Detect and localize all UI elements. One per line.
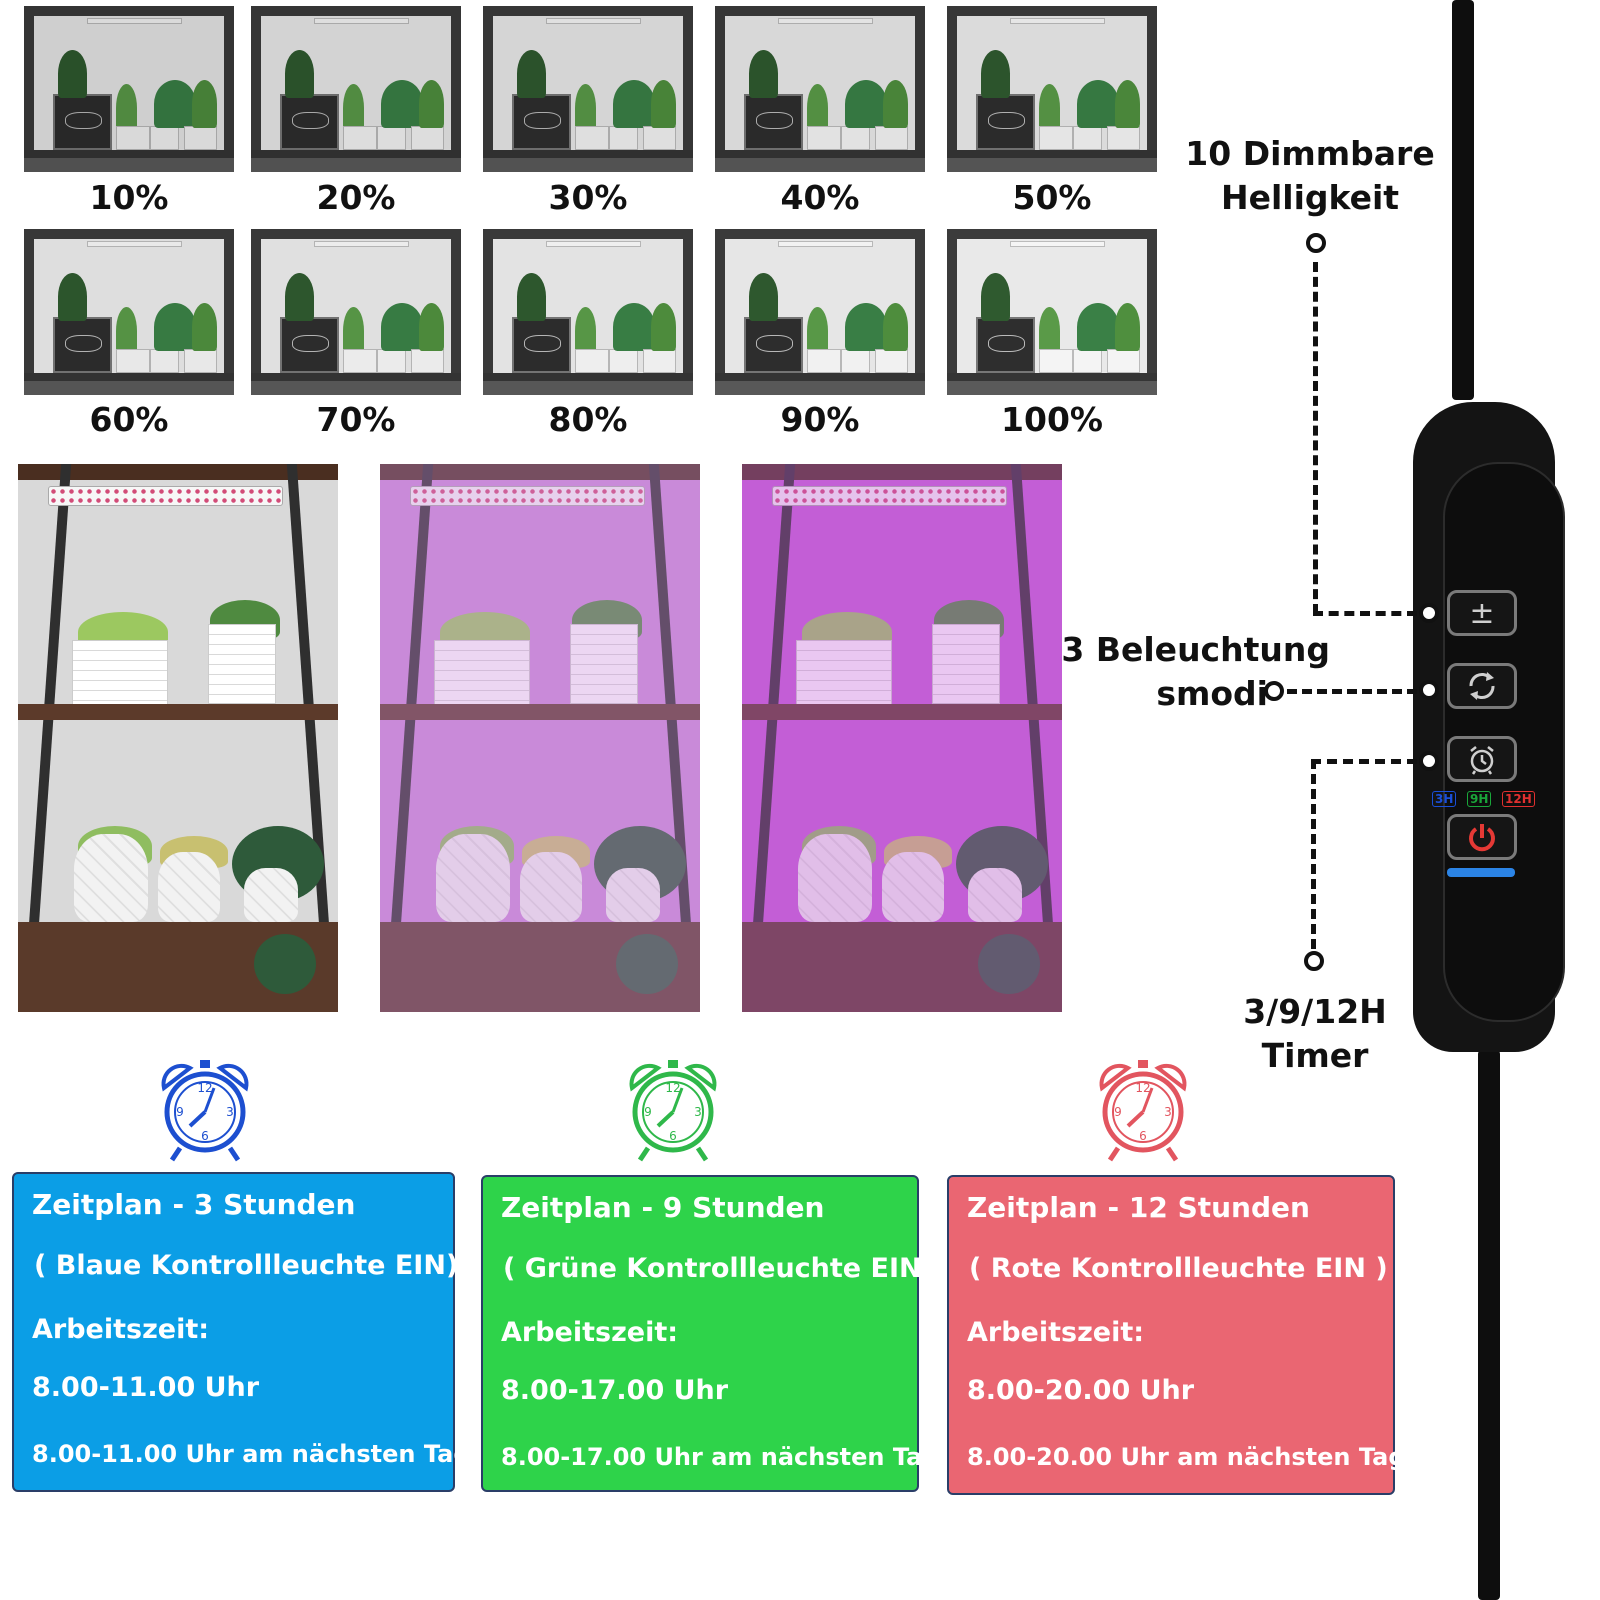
schedule-title: Zeitplan - 3 Stunden <box>32 1188 356 1221</box>
svg-text:12: 12 <box>197 1081 212 1095</box>
status-indicator-bar <box>1447 868 1515 877</box>
callout-dot-brightness-button <box>1419 603 1439 623</box>
timer-button[interactable] <box>1447 736 1517 782</box>
schedule-title: Zeitplan - 9 Stunden <box>501 1191 825 1224</box>
alarm-clock-icon: 12 3 6 9 <box>629 1060 717 1162</box>
brightness-level-label: 50% <box>1012 178 1092 217</box>
svg-text:6: 6 <box>1139 1129 1147 1143</box>
brightness-thumbnail <box>715 6 925 172</box>
light-mode-photo <box>18 464 338 1012</box>
svg-text:9: 9 <box>176 1105 184 1119</box>
timer-label: 3/9/12H Timer <box>1210 990 1420 1078</box>
schedule-indicator: ( Blaue Kontrollleuchte EIN) <box>34 1250 459 1281</box>
alarm-clock-icon: 12 3 6 9 <box>1099 1060 1187 1162</box>
light-mode-photo <box>742 464 1062 1012</box>
power-cable-top <box>1452 0 1474 400</box>
brightness-level-label: 60% <box>89 400 169 439</box>
brightness-thumbnail <box>24 229 234 395</box>
brightness-thumbnail <box>483 6 693 172</box>
svg-text:3: 3 <box>226 1105 234 1119</box>
dimmable-brightness-label: 10 Dimmbare Helligkeit <box>1180 132 1440 220</box>
controller-remote <box>1413 402 1565 1052</box>
power-icon <box>1469 824 1495 852</box>
lighting-modes-label: 3 Beleuchtung smodi <box>1060 628 1330 716</box>
svg-text:9: 9 <box>644 1105 652 1119</box>
brightness-level-label: 90% <box>780 400 860 439</box>
brightness-level-label: 10% <box>89 178 169 217</box>
schedule-title: Zeitplan - 12 Stunden <box>967 1191 1310 1224</box>
svg-text:3: 3 <box>1164 1105 1172 1119</box>
schedule-next-day: 8.00-11.00 Uhr am nächsten Tag <box>32 1440 471 1468</box>
brightness-level-label: 20% <box>316 178 396 217</box>
schedule-hours: 8.00-20.00 Uhr <box>967 1375 1195 1406</box>
callout-line-brightness-vertical <box>1313 262 1318 614</box>
schedule-worktime-label: Arbeitszeit: <box>501 1317 679 1348</box>
schedule-indicator: ( Grüne Kontrollleuchte EIN ) <box>503 1253 944 1284</box>
dimmable-line-2: Helligkeit <box>1220 178 1400 217</box>
callout-dot-mode-button <box>1419 680 1439 700</box>
led-12h-indicator: 12H <box>1502 791 1535 807</box>
brightness-thumbnail <box>251 6 461 172</box>
schedule-card: Zeitplan - 12 Stunden ( Rote Kontrollleuc… <box>947 1175 1406 1495</box>
modes-line-2: smodi <box>1156 674 1268 713</box>
timer-line-2: Timer <box>1261 1036 1369 1075</box>
schedule-worktime-label: Arbeitszeit: <box>32 1314 210 1345</box>
mode-button[interactable] <box>1447 663 1517 709</box>
schedule-worktime-label: Arbeitszeit: <box>967 1317 1145 1348</box>
light-mode-photo <box>380 464 700 1012</box>
brightness-level-label: 30% <box>548 178 628 217</box>
brightness-thumbnail <box>715 229 925 395</box>
brightness-level-label: 100% <box>1001 400 1103 439</box>
brightness-thumbnail <box>251 229 461 395</box>
schedule-clock: 12 3 6 9 <box>150 1058 260 1162</box>
brightness-thumbnail <box>483 229 693 395</box>
schedule-card: Zeitplan - 9 Stunden ( Grüne Kontrollleuc… <box>481 1175 943 1492</box>
power-cable-bottom <box>1478 1050 1500 1600</box>
brightness-thumbnail <box>947 229 1157 395</box>
callout-dot-timer-button <box>1419 751 1439 771</box>
brightness-level-label: 40% <box>780 178 860 217</box>
schedule-clock: 12 3 6 9 <box>1088 1058 1198 1162</box>
led-9h-indicator: 9H <box>1467 791 1492 807</box>
power-button[interactable] <box>1447 814 1517 860</box>
svg-text:9: 9 <box>1114 1105 1122 1119</box>
brightness-level-label: 70% <box>316 400 396 439</box>
alarm-clock-icon <box>1470 746 1494 775</box>
led-3h-indicator: 3H <box>1432 791 1457 807</box>
modes-line-1: 3 Beleuchtung <box>1061 630 1330 669</box>
callout-dot-modes <box>1264 681 1284 701</box>
svg-text:6: 6 <box>669 1129 677 1143</box>
svg-text:3: 3 <box>694 1105 702 1119</box>
svg-text:6: 6 <box>201 1129 209 1143</box>
plus-minus-icon: ± <box>1469 595 1495 631</box>
callout-line-brightness-horizontal <box>1313 611 1417 616</box>
svg-text:12: 12 <box>665 1081 680 1095</box>
brightness-thumbnail <box>24 6 234 172</box>
schedule-next-day: 8.00-20.00 Uhr am nächsten Tag <box>967 1443 1406 1471</box>
schedule-card: Zeitplan - 3 Stunden ( Blaue Kontrollleuc… <box>12 1172 471 1492</box>
callout-line-timer-vertical <box>1311 759 1316 949</box>
schedule-hours: 8.00-17.00 Uhr <box>501 1375 729 1406</box>
callout-dot-timer <box>1304 951 1324 971</box>
brightness-level-label: 80% <box>548 400 628 439</box>
svg-text:12: 12 <box>1135 1081 1150 1095</box>
brightness-thumbnail <box>947 6 1157 172</box>
schedule-indicator: ( Rote Kontrollleuchte EIN ) <box>969 1253 1388 1284</box>
callout-line-modes <box>1287 689 1417 694</box>
dimmable-line-1: 10 Dimmbare <box>1185 134 1435 173</box>
cycle-icon <box>1469 672 1495 700</box>
timer-line-1: 3/9/12H <box>1243 992 1387 1031</box>
brightness-button[interactable]: ± <box>1447 590 1517 636</box>
schedule-hours: 8.00-11.00 Uhr <box>32 1372 260 1403</box>
callout-dot-brightness <box>1306 233 1326 253</box>
alarm-clock-icon: 12 3 6 9 <box>161 1060 249 1162</box>
schedule-next-day: 8.00-17.00 Uhr am nächsten Tag <box>501 1443 940 1471</box>
callout-line-timer-horizontal <box>1311 759 1417 764</box>
schedule-clock: 12 3 6 9 <box>618 1058 728 1162</box>
